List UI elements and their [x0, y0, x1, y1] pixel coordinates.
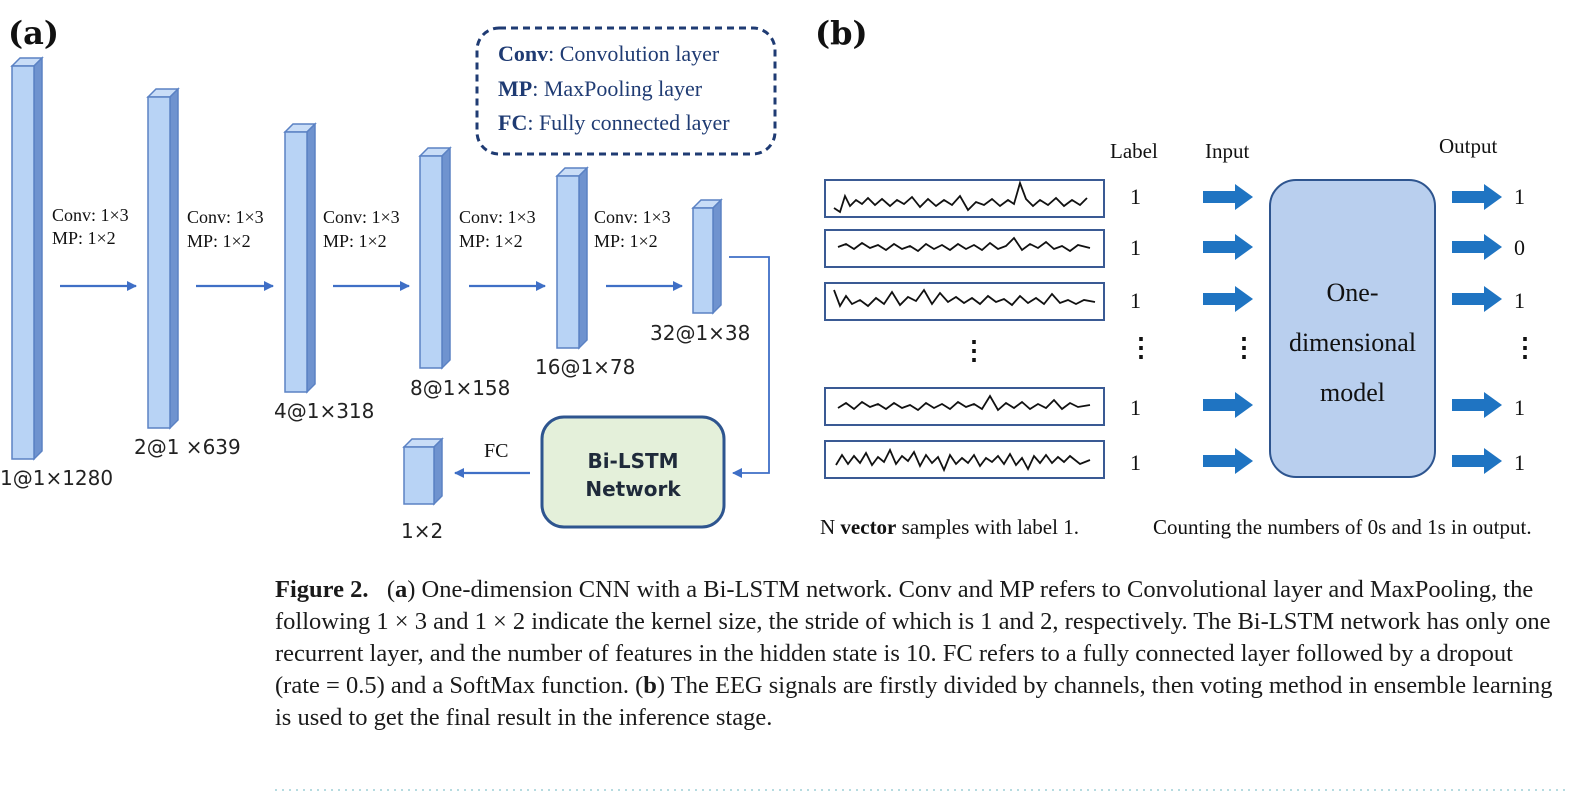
- signal-box-1: [824, 179, 1105, 218]
- legend-box: [475, 26, 777, 156]
- label-value-5: 1: [1130, 450, 1141, 475]
- output-value-4: 1: [1514, 395, 1525, 420]
- cnn-block-4: [418, 146, 452, 370]
- op-conv-4: Conv: 1×3: [459, 207, 536, 227]
- legend-item-fc: FC: Fully connected layer: [498, 110, 730, 135]
- cnn-block-3: [283, 122, 317, 394]
- label-value-3: 1: [1130, 288, 1141, 313]
- model-label-line3: model: [1320, 378, 1385, 407]
- signal-box-4: [824, 387, 1105, 426]
- output-value-3: 1: [1514, 288, 1525, 313]
- output-value-2: 0: [1514, 235, 1525, 260]
- dim-block-3: 4@1×318: [274, 399, 375, 423]
- dim-block-6: 32@1×38: [650, 321, 751, 345]
- legend-item-mp: MP: MaxPooling layer: [498, 76, 703, 101]
- op-conv-5: Conv: 1×3: [594, 207, 671, 227]
- op-mp-1: MP: 1×2: [52, 228, 116, 248]
- model-label-line2: dimensional: [1288, 328, 1417, 357]
- output-arrow-5: [1452, 448, 1502, 474]
- signal-box-2: [824, 229, 1105, 268]
- samples-ellipsis: ⋮: [961, 336, 987, 365]
- input-arrow-2: [1203, 234, 1253, 260]
- output-arrow-2: [1452, 234, 1502, 260]
- panel-a-label: (a): [8, 14, 60, 52]
- signal-box-3: [824, 282, 1105, 321]
- bilstm-box: [540, 415, 726, 529]
- input-arrow-1: [1203, 184, 1253, 210]
- bilstm-label: Bi-LSTM Network: [542, 447, 724, 503]
- op-mp-4: MP: 1×2: [459, 231, 523, 251]
- dim-block-2: 2@1 ×639: [134, 435, 241, 459]
- model-label: One- dimensional model: [1270, 268, 1435, 418]
- figure-caption: Figure 2. (a) One-dimension CNN with a B…: [275, 576, 1553, 731]
- output-arrow-3: [1452, 286, 1502, 312]
- header-input: Input: [1205, 139, 1250, 163]
- output-dim: 1×2: [401, 519, 444, 543]
- output-value-1: 1: [1514, 184, 1525, 209]
- op-conv-1: Conv: 1×3: [52, 205, 129, 225]
- bilstm-label-line1: Bi-LSTM: [587, 449, 679, 473]
- output-block: [402, 437, 444, 506]
- bilstm-label-line2: Network: [585, 477, 681, 501]
- cnn-block-5: [555, 166, 589, 350]
- header-label: Label: [1110, 139, 1158, 163]
- output-value-5: 1: [1514, 450, 1525, 475]
- header-output: Output: [1439, 134, 1498, 158]
- op-mp-3: MP: 1×2: [323, 231, 387, 251]
- counting-footer: Counting the numbers of 0s and 1s in out…: [1153, 515, 1532, 539]
- samples-footer: N vector samples with label 1.: [820, 515, 1079, 539]
- op-conv-3: Conv: 1×3: [323, 207, 400, 227]
- output-ellipsis: ⋮: [1512, 333, 1538, 362]
- fc-label: FC: [484, 440, 509, 462]
- op-mp-5: MP: 1×2: [594, 231, 658, 251]
- output-arrow-1: [1452, 184, 1502, 210]
- cnn-block-1: [10, 56, 44, 461]
- panel-b-label: (b): [815, 14, 868, 52]
- dim-block-1: 1@1×1280: [0, 466, 114, 490]
- op-conv-2: Conv: 1×3: [187, 207, 264, 227]
- cnn-block-2: [146, 87, 180, 430]
- input-arrow-5: [1203, 448, 1253, 474]
- legend-item-conv: Conv: Convolution layer: [498, 41, 720, 66]
- label-ellipsis: ⋮: [1128, 333, 1154, 362]
- input-arrow-3: [1203, 286, 1253, 312]
- op-mp-2: MP: 1×2: [187, 231, 251, 251]
- caption-figure-number: Figure 2.: [275, 576, 369, 603]
- dim-block-5: 16@1×78: [535, 355, 636, 379]
- model-box: [1269, 179, 1436, 478]
- label-value-2: 1: [1130, 235, 1141, 260]
- input-arrow-4: [1203, 392, 1253, 418]
- label-value-4: 1: [1130, 395, 1141, 420]
- signal-box-5: [824, 440, 1105, 479]
- label-value-1: 1: [1130, 184, 1141, 209]
- model-label-line1: One-: [1326, 278, 1379, 307]
- cnn-block-6: [691, 198, 723, 315]
- output-arrow-4: [1452, 392, 1502, 418]
- connector-to-bilstm: [729, 256, 770, 478]
- dim-block-4: 8@1×158: [410, 376, 511, 400]
- input-ellipsis: ⋮: [1231, 333, 1257, 362]
